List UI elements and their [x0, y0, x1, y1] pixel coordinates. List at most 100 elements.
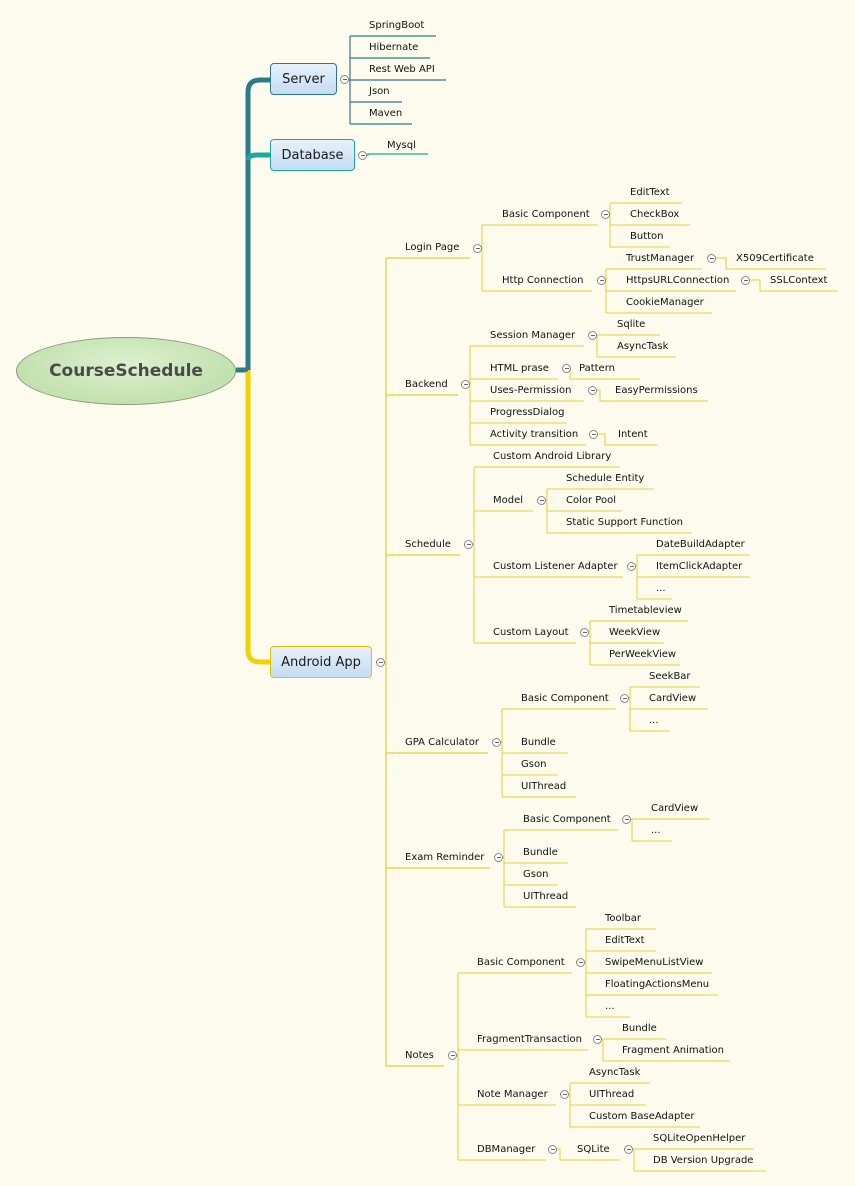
model-leaf[interactable]: Schedule Entity — [566, 473, 645, 484]
login-page-node[interactable]: Login Page — [405, 242, 460, 253]
fragment-leaf[interactable]: Fragment Animation — [622, 1045, 724, 1056]
notes-basic-leaf[interactable]: EditText — [605, 935, 645, 946]
collapse-toggle-icon[interactable] — [448, 1051, 457, 1060]
exam-leaf[interactable]: UIThread — [523, 891, 569, 902]
collapse-toggle-icon[interactable] — [562, 364, 571, 373]
notes-basic-leaf[interactable]: Toolbar — [605, 913, 642, 924]
listener-leaf[interactable]: ... — [656, 583, 666, 594]
notes-basic-component[interactable]: Basic Component — [477, 957, 565, 968]
layout-leaf[interactable]: Timetableview — [609, 605, 682, 616]
sslcontext-leaf[interactable]: SSLContext — [770, 275, 828, 286]
collapse-toggle-icon[interactable] — [589, 430, 598, 439]
collapse-toggle-icon[interactable] — [580, 628, 589, 637]
notes-basic-leaf[interactable]: SwipeMenuListView — [605, 957, 704, 968]
notes-basic-leaf[interactable]: FloatingActionsMenu — [605, 979, 710, 990]
exam-basic-leaf[interactable]: ... — [651, 825, 661, 836]
httpsurlconnection-node[interactable]: HttpsURLConnection — [626, 275, 730, 286]
server-leaf[interactable]: Maven — [369, 108, 403, 119]
server-leaf[interactable]: SpringBoot — [369, 20, 425, 31]
login-basic-leaf[interactable]: CheckBox — [630, 209, 680, 220]
backend-node[interactable]: Backend — [405, 379, 448, 390]
collapse-toggle-icon[interactable] — [627, 562, 636, 571]
collapse-toggle-icon[interactable] — [461, 380, 470, 389]
listener-leaf[interactable]: ItemClickAdapter — [656, 561, 743, 572]
database-node[interactable]: Database — [270, 139, 355, 171]
html-prase-node[interactable]: HTML prase — [490, 363, 549, 374]
model-node[interactable]: Model — [493, 495, 524, 506]
collapse-toggle-icon[interactable] — [588, 386, 597, 395]
layout-leaf[interactable]: PerWeekView — [609, 649, 677, 660]
gpa-calculator-node[interactable]: GPA Calculator — [405, 737, 479, 748]
collapse-toggle-icon[interactable] — [593, 1035, 602, 1044]
notes-node[interactable]: Notes — [405, 1050, 434, 1061]
collapse-toggle-icon[interactable] — [358, 151, 367, 160]
pattern-leaf[interactable]: Pattern — [579, 363, 615, 374]
uses-permission-node[interactable]: Uses-Permission — [490, 385, 572, 396]
intent-leaf[interactable]: Intent — [618, 429, 648, 440]
gpa-leaf[interactable]: Bundle — [521, 737, 556, 748]
collapse-toggle-icon[interactable] — [560, 1090, 569, 1099]
http-connection-node[interactable]: Http Connection — [502, 275, 584, 286]
custom-listener-adapter-node[interactable]: Custom Listener Adapter — [493, 561, 618, 572]
exam-basic-leaf[interactable]: CardView — [651, 803, 699, 814]
gpa-basic-component[interactable]: Basic Component — [521, 693, 609, 704]
sqlite-leaf[interactable]: DB Version Upgrade — [653, 1155, 754, 1166]
custom-android-library-leaf[interactable]: Custom Android Library — [493, 451, 612, 462]
exam-leaf[interactable]: Bundle — [523, 847, 558, 858]
collapse-toggle-icon[interactable] — [597, 276, 606, 285]
exam-leaf[interactable]: Gson — [523, 869, 549, 880]
collapse-toggle-icon[interactable] — [707, 254, 716, 263]
exam-reminder-node[interactable]: Exam Reminder — [405, 852, 485, 863]
collapse-toggle-icon[interactable] — [376, 658, 385, 667]
login-basic-leaf[interactable]: Button — [630, 231, 664, 242]
server-leaf[interactable]: Json — [369, 86, 390, 97]
login-basic-component[interactable]: Basic Component — [502, 209, 590, 220]
collapse-toggle-icon[interactable] — [588, 331, 597, 340]
collapse-toggle-icon[interactable] — [741, 276, 750, 285]
gpa-leaf[interactable]: UIThread — [521, 781, 567, 792]
activity-transition-node[interactable]: Activity transition — [490, 429, 579, 440]
root-node[interactable]: CourseSchedule — [16, 337, 236, 405]
trustmanager-node[interactable]: TrustManager — [626, 253, 695, 264]
collapse-toggle-icon[interactable] — [492, 738, 501, 747]
server-leaf[interactable]: Hibernate — [369, 42, 419, 53]
custom-layout-node[interactable]: Custom Layout — [493, 627, 569, 638]
gpa-basic-leaf[interactable]: ... — [649, 715, 659, 726]
gpa-leaf[interactable]: Gson — [521, 759, 547, 770]
gpa-basic-leaf[interactable]: CardView — [649, 693, 697, 704]
gpa-basic-leaf[interactable]: SeekBar — [649, 671, 691, 682]
exam-basic-component[interactable]: Basic Component — [523, 814, 611, 825]
note-manager-leaf[interactable]: UIThread — [589, 1089, 635, 1100]
fragment-leaf[interactable]: Bundle — [622, 1023, 657, 1034]
easypermissions-leaf[interactable]: EasyPermissions — [615, 385, 698, 396]
progressdialog-leaf[interactable]: ProgressDialog — [490, 407, 565, 418]
session-leaf[interactable]: AsyncTask — [617, 341, 669, 352]
fragmenttransaction-node[interactable]: FragmentTransaction — [477, 1034, 582, 1045]
collapse-toggle-icon[interactable] — [340, 75, 349, 84]
server-node[interactable]: Server — [270, 63, 337, 95]
layout-leaf[interactable]: WeekView — [609, 627, 661, 638]
collapse-toggle-icon[interactable] — [473, 244, 482, 253]
sqlite-leaf[interactable]: SQLiteOpenHelper — [653, 1133, 746, 1144]
schedule-node[interactable]: Schedule — [405, 539, 451, 550]
model-leaf[interactable]: Static Support Function — [566, 517, 684, 528]
login-basic-leaf[interactable]: EditText — [630, 187, 670, 198]
dbmanager-node[interactable]: DBManager — [477, 1144, 536, 1155]
session-manager-node[interactable]: Session Manager — [490, 330, 576, 341]
note-manager-node[interactable]: Note Manager — [477, 1089, 548, 1100]
cookiemanager-leaf[interactable]: CookieManager — [626, 297, 704, 308]
sqlite-node[interactable]: SQLite — [577, 1144, 610, 1155]
collapse-toggle-icon[interactable] — [620, 694, 629, 703]
note-manager-leaf[interactable]: Custom BaseAdapter — [589, 1111, 695, 1122]
collapse-toggle-icon[interactable] — [622, 815, 631, 824]
collapse-toggle-icon[interactable] — [624, 1145, 633, 1154]
session-leaf[interactable]: Sqlite — [617, 319, 646, 330]
collapse-toggle-icon[interactable] — [576, 958, 585, 967]
x509-leaf[interactable]: X509Certificate — [736, 253, 814, 264]
model-leaf[interactable]: Color Pool — [566, 495, 616, 506]
collapse-toggle-icon[interactable] — [537, 496, 546, 505]
android-app-node[interactable]: Android App — [270, 646, 372, 678]
collapse-toggle-icon[interactable] — [464, 540, 473, 549]
server-leaf[interactable]: Rest Web API — [369, 64, 435, 75]
collapse-toggle-icon[interactable] — [548, 1145, 557, 1154]
